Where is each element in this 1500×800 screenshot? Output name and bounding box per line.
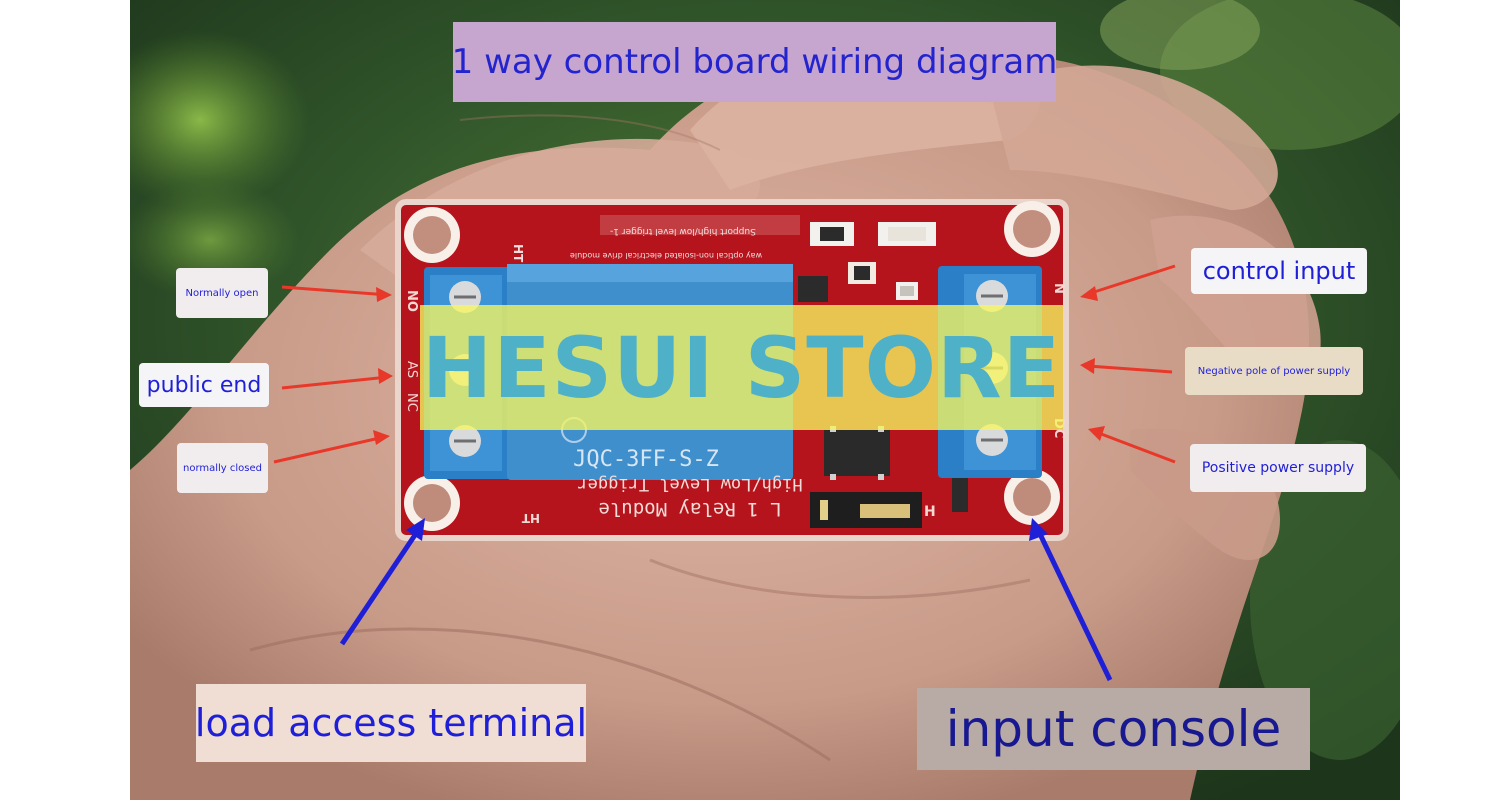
leaf-blur	[130, 30, 310, 210]
silkscreen-trigger-type: High/Low Level Trigger	[577, 474, 802, 494]
arrow-head	[1029, 518, 1048, 541]
silkscreen-top-line2: way optical non-isolated electrical driv…	[570, 251, 762, 260]
mounting-hole	[413, 484, 451, 522]
silkscreen-ht-top: HT	[511, 244, 525, 263]
arrow-head	[1088, 426, 1105, 441]
jumper-pin	[860, 504, 910, 518]
jumper-pin	[820, 500, 828, 520]
ic-pin	[830, 474, 836, 480]
transistor	[798, 276, 828, 302]
silkscreen-box	[600, 215, 800, 235]
relay-top-edge	[507, 264, 793, 282]
smd-diode	[952, 478, 968, 512]
arrow-public-end	[281, 375, 389, 390]
label-public-end: public end	[139, 363, 269, 407]
smd-part	[854, 266, 870, 280]
arrow-negative-pole	[1087, 364, 1173, 374]
relay-model: JQC-3FF-S-Z	[573, 447, 719, 472]
label-normally-closed: normally closed	[177, 443, 268, 493]
label-input-console: input console	[917, 688, 1310, 770]
label-control-input: control input	[1191, 248, 1367, 294]
arrow-head	[373, 430, 390, 445]
diagram-title: 1 way control board wiring diagram	[452, 22, 1057, 102]
pcb-edge	[395, 199, 1069, 541]
mounting-hole	[413, 216, 451, 254]
optocoupler	[824, 430, 890, 476]
relay-board-photo: Support high/low level trigger 1- way op…	[130, 0, 1400, 800]
arrow-head	[406, 518, 425, 541]
arrow-normally-closed	[273, 435, 385, 464]
silkscreen-top-line1: Support high/low level trigger 1-	[610, 226, 756, 236]
silkscreen-ht-bottom: HT	[521, 511, 540, 525]
label-positive-power: Positive power supply	[1190, 444, 1366, 492]
label-load-access-terminal: load access terminal	[195, 684, 587, 762]
arrow-head	[1080, 358, 1095, 374]
mounting-hole	[1013, 210, 1051, 248]
ic-pin	[878, 474, 884, 480]
arrow-head	[1080, 286, 1098, 301]
leaf-blur	[1100, 0, 1260, 70]
silkscreen-in: N	[1051, 283, 1066, 294]
arrow-load-access	[339, 530, 420, 646]
leaf-blur	[1250, 440, 1400, 760]
silkscreen-nc: NC	[404, 393, 419, 412]
arrow-positive-power	[1095, 430, 1176, 464]
finger	[990, 65, 1278, 210]
mounting-hole	[1013, 478, 1051, 516]
smd-resistor	[820, 227, 844, 241]
arrow-head	[378, 368, 393, 384]
palm-crease	[649, 558, 1031, 599]
arrow-normally-open	[281, 285, 389, 297]
silkscreen-no: NO	[404, 290, 419, 312]
arrow-head	[376, 287, 392, 302]
label-normally-open: Normally open	[176, 268, 268, 318]
finger-crease	[459, 114, 721, 151]
silkscreen-h: H	[924, 504, 936, 520]
palm-crease	[249, 627, 831, 762]
silkscreen-module-name: L 1 Relay Module	[598, 498, 781, 520]
store-watermark: HESUI STORE	[420, 305, 1063, 430]
smd-led	[888, 227, 926, 241]
smd-part	[900, 286, 914, 296]
arrow-input-console	[1037, 532, 1113, 682]
arrow-control-input	[1087, 264, 1176, 296]
label-negative-pole: Negative pole of power supply	[1185, 347, 1363, 395]
product-photo: Support high/low level trigger 1- way op…	[130, 0, 1400, 800]
silkscreen-com: AS	[404, 361, 419, 378]
